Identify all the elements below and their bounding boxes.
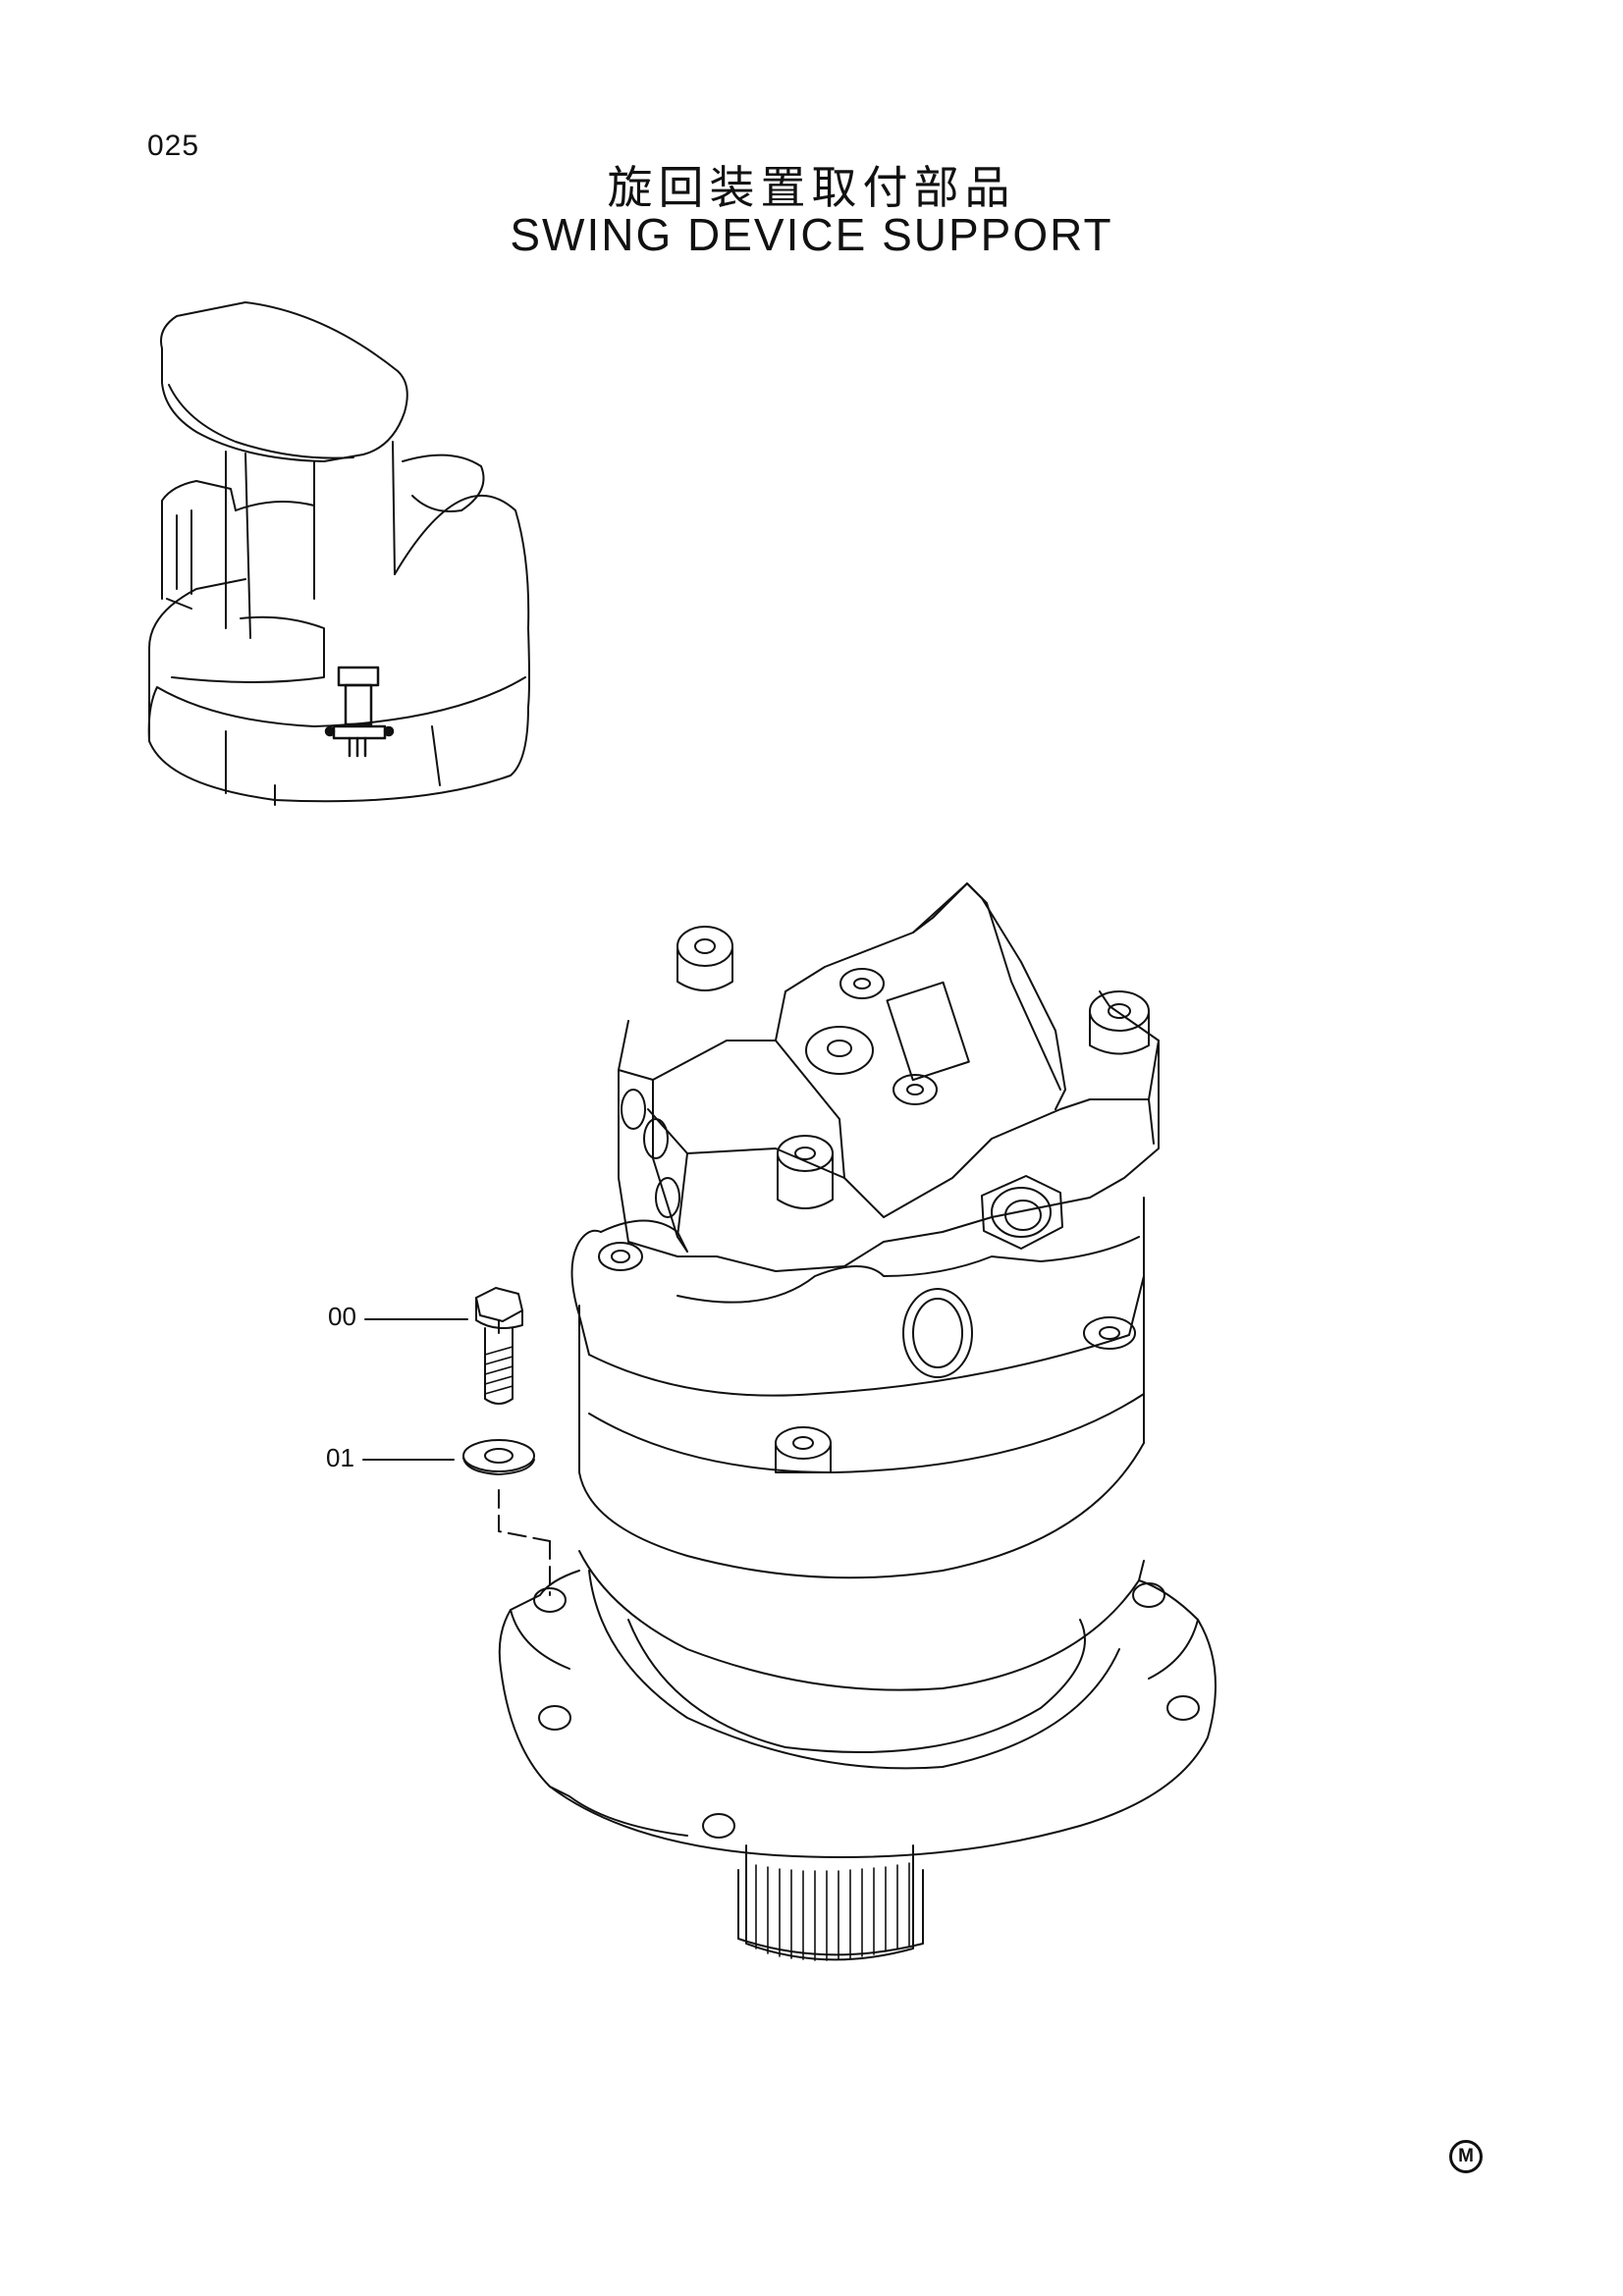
swing-device-location-marker xyxy=(326,667,393,756)
pinion-splines xyxy=(756,1863,909,1960)
page-title-japanese: 旋回装置取付部品 xyxy=(607,161,1016,214)
location-view-machine xyxy=(149,302,529,805)
flange-bolt-holes xyxy=(534,1583,1199,1838)
manufacturer-mark-icon: M xyxy=(1449,2140,1483,2173)
callout-label-00: 00 xyxy=(328,1302,356,1331)
part-01-washer xyxy=(463,1440,534,1474)
part-00-bolt xyxy=(476,1288,522,1404)
relief-valve-plug xyxy=(982,1176,1062,1249)
callout-leaders xyxy=(363,1319,550,1595)
callout-label-01: 01 xyxy=(326,1443,354,1472)
swing-device-assembly xyxy=(500,883,1216,1960)
valve-bolt-bosses xyxy=(677,927,1149,1208)
page-title-english: SWING DEVICE SUPPORT xyxy=(510,209,1113,260)
page-number: 025 xyxy=(147,130,200,162)
